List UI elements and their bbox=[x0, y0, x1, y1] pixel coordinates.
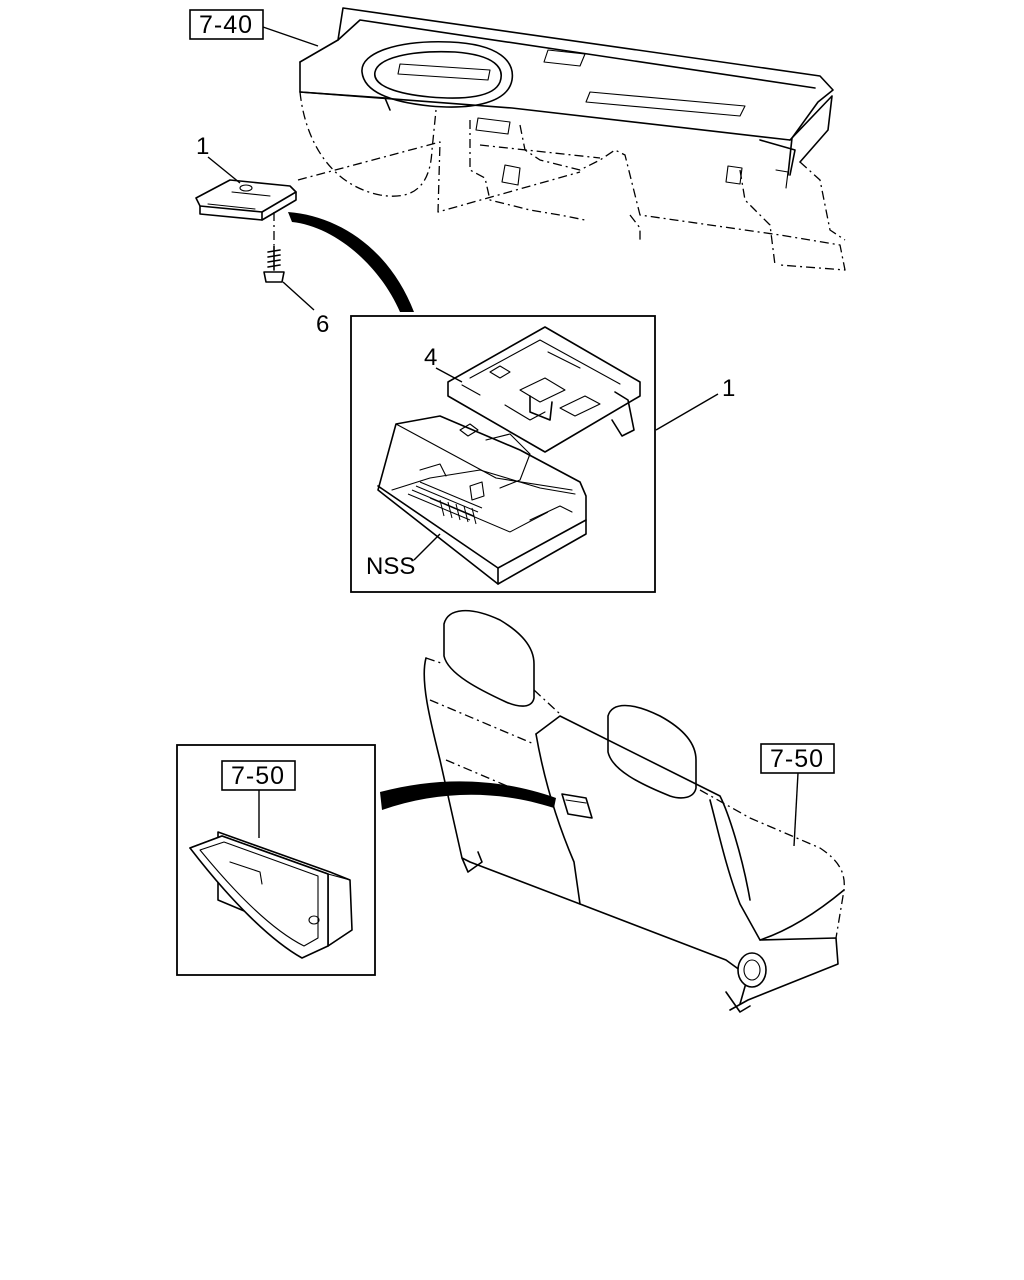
leader-rear-seat bbox=[793, 772, 799, 847]
leader-nss bbox=[413, 533, 441, 561]
leader-part-1-top bbox=[207, 156, 241, 184]
callout-part-4: 4 bbox=[424, 344, 437, 371]
ref-label-dashboard: 7-40 bbox=[199, 11, 253, 39]
rear-seat-illustration bbox=[423, 609, 845, 1013]
ref-label-rear-seat: 7-50 bbox=[770, 745, 824, 773]
part-1-bracket bbox=[195, 179, 297, 221]
leader-part-4 bbox=[435, 367, 463, 383]
glovebox-nss bbox=[377, 415, 587, 585]
callout-part-1-top: 1 bbox=[196, 133, 209, 160]
ref-box-inset: 7-50 bbox=[221, 760, 296, 791]
leader-part-6 bbox=[282, 281, 315, 311]
callout-part-1-detail: 1 bbox=[722, 375, 735, 402]
callout-part-6: 6 bbox=[316, 311, 329, 338]
detail-frame-glovebox bbox=[350, 315, 656, 593]
callout-nss: NSS bbox=[366, 553, 415, 580]
part-4-upper-bracket bbox=[447, 326, 641, 453]
screw-part-6 bbox=[263, 212, 285, 283]
detail-arrow-top bbox=[288, 212, 414, 312]
ref-box-rear-seat: 7-50 bbox=[760, 743, 835, 774]
seatback-pocket bbox=[189, 831, 353, 959]
assembly-line-dashboard bbox=[297, 141, 581, 213]
detail-arrow-bottom bbox=[380, 781, 556, 810]
leader-part-1-detail bbox=[655, 393, 719, 431]
leader-dashboard bbox=[262, 26, 319, 47]
ref-box-dashboard: 7-40 bbox=[189, 9, 264, 40]
detail-frame-pocket bbox=[176, 744, 376, 976]
dashboard-illustration bbox=[299, 7, 846, 271]
ref-label-inset: 7-50 bbox=[231, 762, 285, 790]
